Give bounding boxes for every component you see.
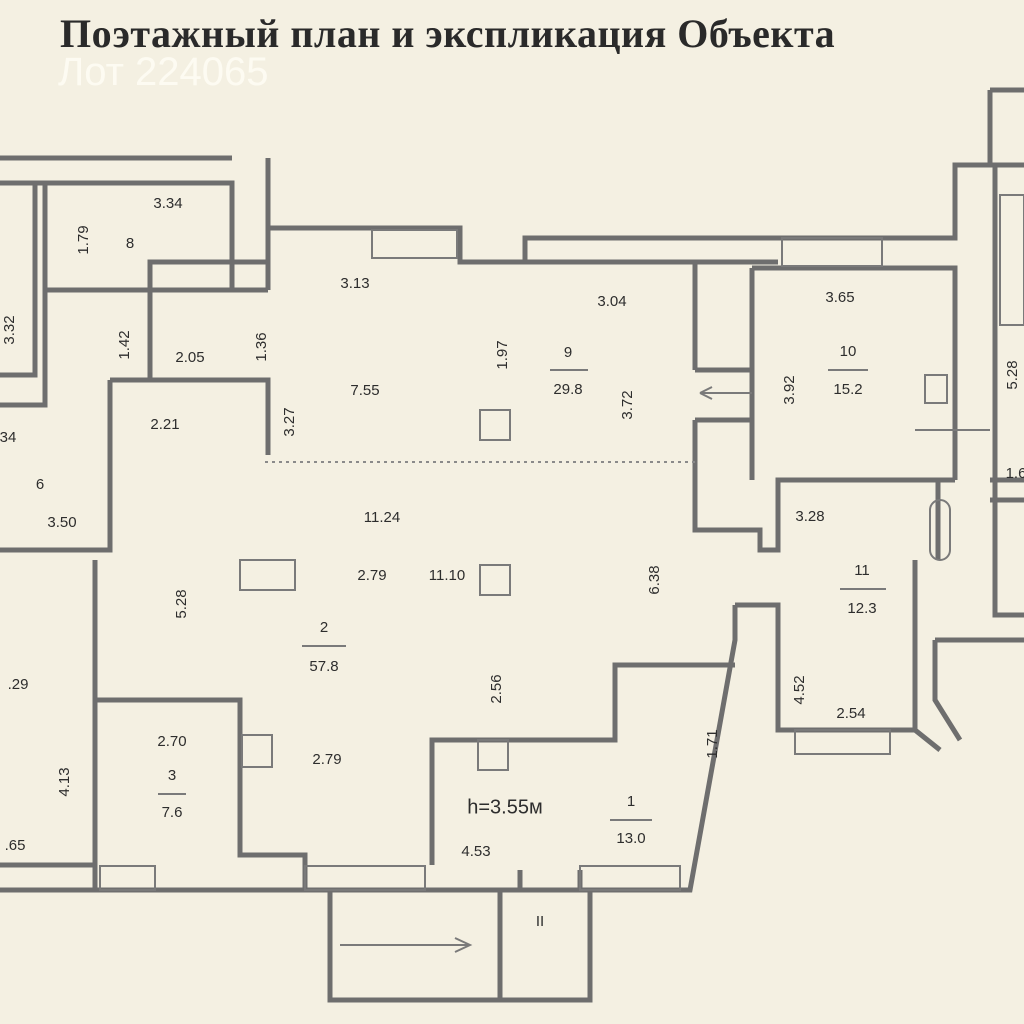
room-number: 9: [564, 344, 572, 361]
room-number: 1: [627, 793, 635, 810]
dim-label: 7.55: [350, 382, 379, 399]
windows-and-doors: [99, 194, 1024, 953]
room-8-label: 8: [126, 235, 134, 252]
room-10: 10 15.2: [828, 343, 868, 398]
dim-label: 11.24: [364, 509, 400, 526]
dim-label: 2.79: [312, 751, 341, 768]
room-9: 9 29.8: [550, 344, 588, 398]
room-area: 29.8: [553, 381, 582, 398]
dim-label: 3.28: [795, 508, 824, 525]
dim-label: 3.34: [153, 195, 182, 212]
dim-label: 2.21: [150, 416, 179, 433]
ceiling-height-note: h=3.55м: [467, 796, 542, 818]
dim-label: 3.92: [781, 375, 798, 404]
plan-title: Поэтажный план и экспликация Объекта: [60, 11, 836, 56]
room-area: 15.2: [833, 381, 862, 398]
room-area: 13.0: [616, 830, 645, 847]
room-area: 57.8: [309, 658, 338, 675]
dim-label: 1.79: [75, 225, 92, 254]
dim-label: 2.79: [357, 567, 386, 584]
dim-label: 3.13: [340, 275, 369, 292]
dim-label: 1.71: [704, 729, 721, 758]
walls: [0, 87, 1024, 1003]
dim-label: 6.38: [646, 565, 663, 594]
dim-label: 2.70: [157, 733, 186, 750]
dim-label: 1.36: [253, 332, 270, 361]
dim-label: 3.27: [281, 407, 298, 436]
labels: 3.34 1.79 8 3.32 1.42 2.05 1.36 3.13 7.5…: [0, 195, 1024, 930]
dim-label: 1.97: [494, 340, 511, 369]
dim-label: 3.72: [619, 390, 636, 419]
dim-label: 2.05: [175, 349, 204, 366]
room-6-label: 6: [36, 476, 44, 493]
dim-label: .65: [5, 837, 26, 854]
dim-label: .29: [8, 676, 29, 693]
room-11: 11 12.3: [840, 562, 886, 617]
room-1: 1 13.0: [610, 793, 652, 847]
dim-label: 11.10: [429, 567, 465, 584]
stair-mark: II: [536, 913, 544, 930]
dim-label: 3.50: [47, 514, 76, 531]
room-number: 3: [168, 767, 176, 784]
dim-label: 3.32: [1, 315, 18, 344]
dim-label: 3.65: [825, 289, 854, 306]
dim-label: 34: [0, 429, 16, 446]
dim-label: 3.04: [597, 293, 626, 310]
dim-label: 4.52: [791, 675, 808, 704]
dim-label: 2.56: [488, 674, 505, 703]
room-number: 11: [854, 562, 870, 579]
room-area: 7.6: [162, 804, 183, 821]
room-area: 12.3: [847, 600, 876, 617]
dim-label: 4.13: [56, 767, 73, 796]
watermark: Лот 224065: [58, 50, 269, 94]
room-2: 2 57.8: [302, 619, 346, 675]
dim-label: 1.42: [116, 330, 133, 359]
dim-label: 1.6: [1006, 465, 1024, 482]
dim-label: 2.54: [836, 705, 865, 722]
dim-label: 5.28: [173, 589, 190, 618]
room-number: 10: [840, 343, 857, 360]
room-3: 3 7.6: [158, 767, 186, 821]
room-number: 2: [320, 619, 328, 636]
dim-label: 4.53: [461, 843, 490, 860]
dim-label: 5.28: [1004, 360, 1021, 389]
